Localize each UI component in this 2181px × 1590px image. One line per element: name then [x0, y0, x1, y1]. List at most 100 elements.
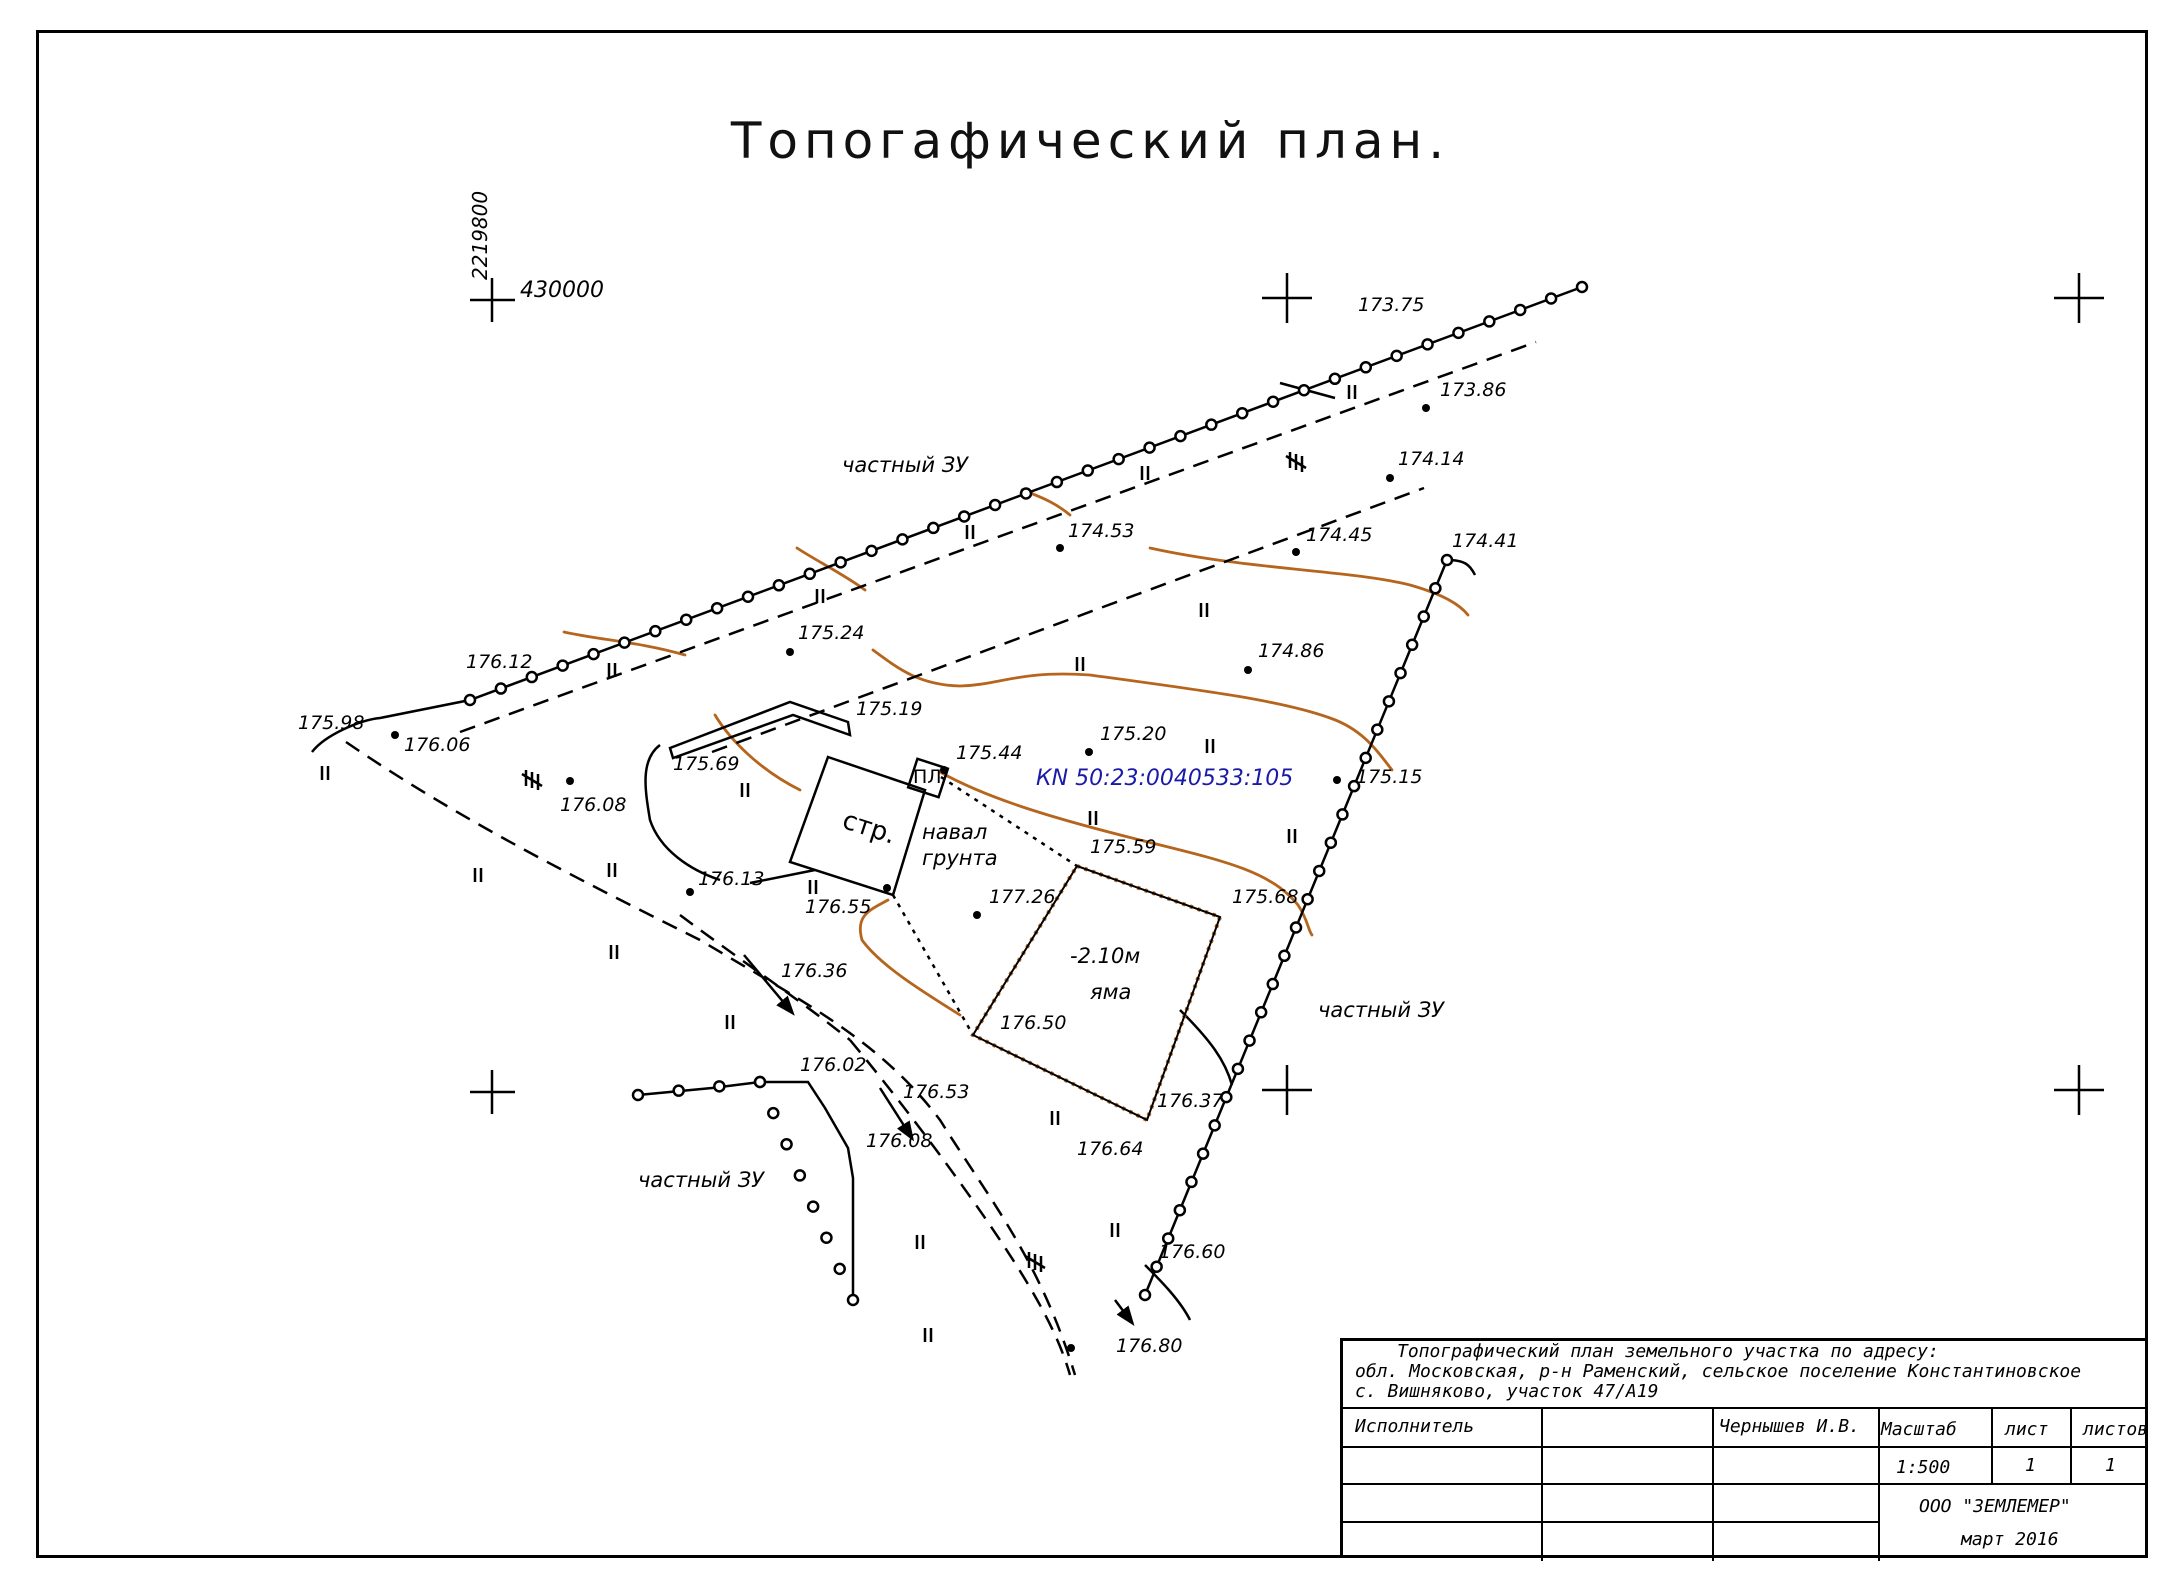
elevation-label: 176.08 — [560, 794, 627, 816]
small-line — [749, 868, 816, 885]
fence-post — [1138, 1288, 1152, 1302]
vegetation-mark — [915, 1235, 925, 1249]
fence-post — [741, 590, 755, 603]
survey-point — [1292, 548, 1300, 556]
elevation-label: 176.55 — [805, 896, 872, 918]
fence-ditch — [1179, 1009, 1234, 1086]
fence-post — [1452, 326, 1465, 340]
elevation-label: 176.36 — [781, 960, 848, 982]
executor-name: Чернышев И.В. — [1719, 1416, 1860, 1437]
stamp-rule — [2070, 1407, 2072, 1483]
road-edge — [345, 740, 1077, 1376]
fence-post — [988, 498, 1002, 512]
fence-post — [1266, 395, 1280, 408]
pit-connector — [891, 894, 975, 1036]
survey-point — [686, 888, 694, 896]
structures — [668, 381, 1336, 1326]
fence-post — [1235, 406, 1249, 420]
fence-post — [772, 579, 786, 592]
road-edge — [849, 1039, 1072, 1376]
fence-post — [1328, 372, 1342, 386]
stamp-rule — [1343, 1521, 1878, 1523]
fence-post — [1081, 464, 1095, 477]
survey-point — [391, 731, 399, 739]
survey-point — [1386, 474, 1394, 482]
survey-point — [1422, 404, 1430, 412]
fence-post — [1371, 723, 1384, 736]
fence-post — [1390, 349, 1403, 363]
vegetation-mark — [965, 525, 975, 539]
grid-cross — [470, 278, 515, 322]
elevation-label: 176.06 — [404, 734, 471, 756]
fence-post — [957, 510, 971, 523]
elevation-label: 176.64 — [1077, 1138, 1144, 1160]
fence-post — [1185, 1175, 1198, 1189]
grid-cross — [2054, 273, 2104, 323]
elevation-label: 176.53 — [903, 1081, 970, 1103]
elevation-label: 174.86 — [1258, 640, 1325, 662]
vegetation-mark — [1088, 811, 1098, 825]
elevation-label: 176.80 — [1116, 1335, 1183, 1357]
fence-post — [710, 601, 724, 615]
stamp-date: март 2016 — [1961, 1529, 2059, 1550]
fence-north — [311, 285, 1583, 753]
contour-line — [858, 898, 962, 1017]
fence-post — [672, 1084, 685, 1097]
fence-post — [631, 1088, 645, 1102]
fence-post — [1324, 836, 1338, 849]
fence-post — [463, 693, 477, 707]
sheets-value: 1 — [2105, 1455, 2116, 1476]
vegetation-mark — [1110, 1223, 1120, 1237]
fence-post — [1112, 452, 1125, 466]
road-surface-mark — [1024, 1252, 1046, 1272]
vegetation-mark — [740, 783, 750, 797]
fence-post — [1196, 1147, 1210, 1160]
arrow — [1114, 1299, 1135, 1326]
fence-post — [587, 647, 600, 661]
stamp-rule — [1991, 1407, 1993, 1483]
fence-post — [896, 533, 909, 546]
road-edges — [345, 340, 1537, 1376]
fence-post — [834, 556, 847, 569]
fence-post — [1483, 315, 1496, 328]
vegetation-mark — [1050, 1111, 1060, 1125]
stamp-rule — [1343, 1483, 2148, 1485]
fence-post — [1161, 1232, 1175, 1245]
fence-post — [820, 1231, 833, 1244]
elevation-label: 174.14 — [1398, 448, 1465, 470]
vegetation-mark — [607, 863, 617, 877]
contour-lines — [562, 488, 1470, 1017]
elevation-label: 176.50 — [1000, 1012, 1067, 1034]
pit-depth: -2.10м — [1070, 944, 1141, 968]
sheet-label: лист — [2005, 1419, 2049, 1440]
fence-post — [1205, 418, 1218, 431]
fence-post — [1266, 977, 1280, 991]
fence-post — [803, 567, 817, 581]
pit-name: яма — [1090, 980, 1132, 1004]
contour-line — [871, 648, 1394, 772]
survey-point — [973, 911, 981, 919]
fence-post — [1394, 666, 1407, 680]
scale-value: 1:500 — [1896, 1457, 1951, 1478]
vegetation-mark — [473, 868, 483, 882]
soil-label: навал — [922, 820, 988, 844]
fence-post — [1405, 638, 1419, 652]
pl-box — [906, 757, 950, 799]
elevation-label: 175.19 — [856, 698, 923, 720]
vegetation-mark — [1075, 657, 1085, 671]
elevation-label: 175.69 — [673, 753, 740, 775]
fence-post — [1301, 892, 1314, 906]
elevation-label: 175.59 — [1090, 836, 1157, 858]
fence-post — [1382, 695, 1396, 708]
title-block: Топографический план земельного участка … — [1340, 1338, 2148, 1561]
elevation-label: 176.13 — [698, 868, 765, 890]
vegetation-mark — [808, 880, 818, 894]
company-name: ООО "ЗЕМЛЕМЕР" — [1919, 1496, 2071, 1517]
fence-post — [494, 682, 508, 695]
elevation-label: 175.98 — [298, 712, 365, 734]
elevation-label: 176.08 — [866, 1130, 933, 1152]
elevation-label: 173.75 — [1358, 294, 1425, 316]
vegetation-mark — [609, 945, 619, 959]
elevation-label: 176.37 — [1157, 1090, 1224, 1112]
road-surface-mark — [1285, 452, 1307, 472]
